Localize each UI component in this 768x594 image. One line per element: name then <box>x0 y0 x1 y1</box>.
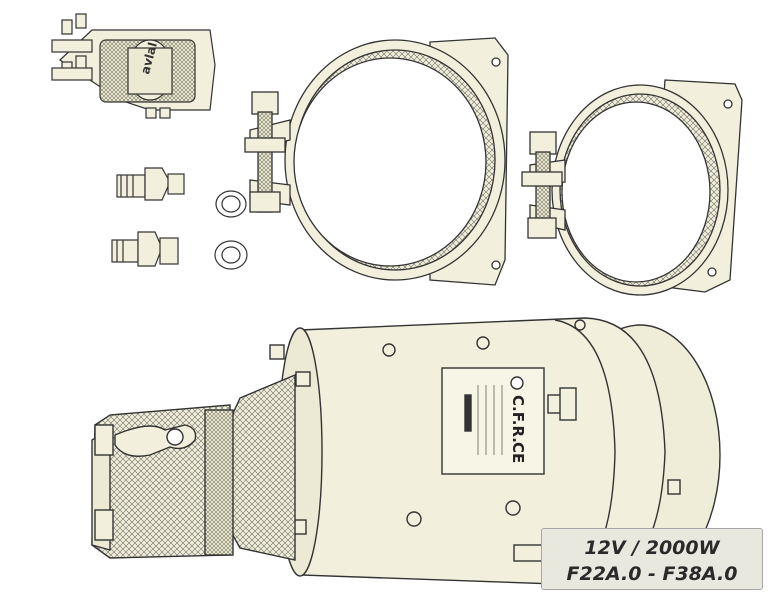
spec-label: 12V / 2000W F22A.0 - F38A.0 <box>541 528 763 590</box>
fitting-straight <box>116 167 185 201</box>
clamp-small <box>521 79 743 296</box>
clamp-large <box>244 37 509 286</box>
spec-voltage-power: 12V / 2000W <box>584 537 720 559</box>
spec-models: F22A.0 - F38A.0 <box>566 563 738 585</box>
motor-pump-assembly <box>91 317 721 586</box>
nameplate-ce-mark: CE <box>509 442 527 463</box>
motor-nameplate <box>441 367 545 475</box>
washer-split <box>215 190 247 218</box>
solenoid-switch: avlal <box>51 13 216 119</box>
washer-flat <box>214 240 248 270</box>
fitting-elbow <box>111 231 179 267</box>
nameplate-brand: C.F.R. <box>509 395 527 443</box>
